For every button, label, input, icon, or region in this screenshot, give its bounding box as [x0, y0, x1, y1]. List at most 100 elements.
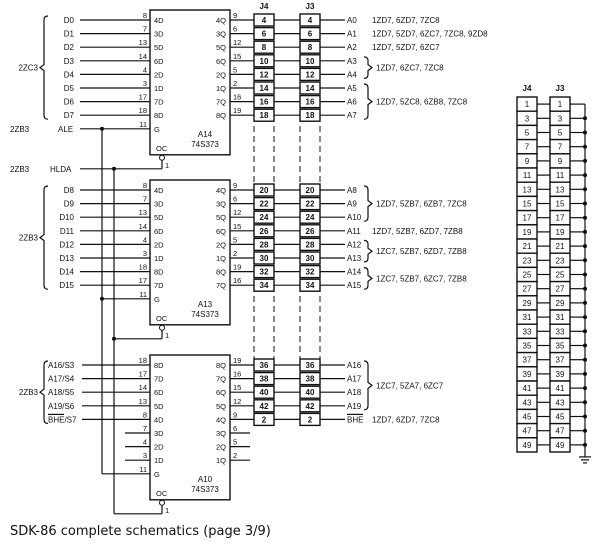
reference-brace: [363, 267, 373, 290]
g-pin-label: G: [154, 470, 160, 479]
input-pin-number: 18: [139, 263, 147, 272]
j3-pin-number: 32: [306, 268, 315, 277]
j4-pin-number: 26: [260, 227, 269, 236]
j3-pin-number: 26: [306, 227, 315, 236]
cross-reference-text: 1ZD7, 5ZC8, 6ZB8, 7ZC8: [376, 98, 468, 107]
input-signal-label: D3: [64, 57, 75, 66]
output-pin-number: 5: [233, 235, 237, 244]
j4-pin-number: 36: [260, 361, 269, 370]
output-pin-number: 5: [233, 438, 237, 447]
input-signal-label: D4: [64, 70, 75, 79]
d-pin-label: 5D: [154, 402, 164, 411]
address-signal-label: A0: [347, 16, 357, 25]
j4-pin-number: 2: [262, 415, 267, 424]
input-pin-number: 13: [139, 208, 147, 217]
cross-reference-text: 1ZD7, 5ZB7, 6ZB7, 7ZC8: [376, 200, 467, 209]
d-pin-label: 4D: [154, 186, 164, 195]
input-pin-number: 18: [139, 106, 147, 115]
input-pin-number: 14: [139, 52, 147, 61]
oc-inversion-bubble: [159, 154, 165, 161]
latch-chip-a10: [149, 354, 231, 501]
d-pin-label: 4D: [154, 16, 164, 25]
q-pin-label: 5Q: [216, 402, 226, 411]
d-pin-label: 2D: [154, 443, 164, 452]
input-pin-number: 4: [143, 438, 147, 447]
j4-pin-number: 4: [262, 16, 267, 25]
address-signal-label: A6: [347, 98, 357, 107]
output-pin-number: 15: [233, 222, 241, 231]
j3-header: J3: [306, 2, 315, 11]
ale-label: ALE: [58, 125, 73, 134]
d-pin-label: 6D: [154, 227, 164, 236]
j4-pin-number: 16: [260, 98, 269, 107]
chip-part-label: 74S373: [191, 485, 219, 494]
output-pin-number: 19: [233, 106, 241, 115]
ground-j3-pin-number: 17: [556, 214, 565, 223]
address-signal-label: A14: [347, 268, 362, 277]
input-signal-label: D5: [64, 84, 75, 93]
output-pin-number: 6: [233, 25, 237, 34]
reference-brace: [363, 83, 373, 120]
input-signal-label: D2: [64, 43, 75, 52]
q-pin-label: 2Q: [216, 240, 226, 249]
q-pin-label: 8Q: [216, 361, 226, 370]
j3-pin-number: 24: [306, 213, 315, 222]
address-signal-label: A2: [347, 43, 357, 52]
ground-j3-pin-number: 7: [558, 143, 563, 152]
ground-j4-pin-number: 23: [523, 256, 532, 265]
j4-header: J4: [260, 2, 269, 11]
input-pin-number: 13: [139, 38, 147, 47]
j4-pin-number: 24: [260, 213, 269, 222]
address-signal-label: A7: [347, 111, 357, 120]
j3-pin-number: 2: [308, 415, 313, 424]
oc-pin-number: 1: [165, 506, 169, 515]
d-pin-label: 1D: [154, 456, 164, 465]
input-signal-label: D6: [64, 98, 75, 107]
q-pin-label: 4Q: [216, 186, 226, 195]
input-pin-number: 3: [143, 249, 147, 258]
input-signal-label: D10: [59, 213, 74, 222]
chip-ref-label: A13: [198, 300, 213, 309]
junction-dot: [100, 296, 104, 301]
input-pin-number: 18: [139, 356, 147, 365]
ground-j3-pin-number: 29: [556, 299, 565, 308]
input-pin-number: 4: [143, 65, 147, 74]
input-signal-label: D13: [59, 254, 74, 263]
d-pin-label: 5D: [154, 213, 164, 222]
ground-j4-pin-number: 35: [523, 342, 532, 351]
output-pin-number: 5: [233, 65, 237, 74]
input-pin-number: 17: [139, 93, 147, 102]
ground-j4-pin-number: 9: [525, 157, 530, 166]
input-bus-brace: [39, 360, 49, 424]
cross-reference-text: 1ZC7, 5ZB7, 6ZC7, 7ZB8: [376, 274, 467, 283]
ground-j3-pin-number: 41: [556, 384, 565, 393]
ground-j3-pin-number: 33: [556, 327, 565, 336]
input-signal-label: D7: [64, 111, 75, 120]
q-pin-label: 7Q: [216, 375, 226, 384]
address-signal-label: A19: [347, 402, 362, 411]
cross-reference-text: 1ZC7, 5ZB7, 6ZD7, 7ZB8: [376, 247, 467, 256]
ground-j4-pin-number: 41: [523, 384, 532, 393]
j4-pin-number: 18: [260, 111, 269, 120]
j3-pin-number: 30: [306, 254, 315, 263]
sheet-reference: 2ZB3: [19, 234, 39, 243]
cross-reference-text: 1ZD7, 5ZD7, 6ZC7: [372, 43, 440, 52]
cross-reference-text: 1ZD7, 6ZC7, 7ZC8: [376, 64, 444, 73]
j3-pin-number: 20: [306, 186, 315, 195]
address-signal-label: A4: [347, 70, 357, 79]
output-pin-number: 9: [233, 11, 237, 20]
q-pin-label: 7Q: [216, 98, 226, 107]
hlda-label: HLDA: [50, 165, 72, 174]
address-signal-label: A17: [347, 375, 362, 384]
j3-pin-number: 8: [308, 43, 313, 52]
output-pin-number: 2: [233, 79, 237, 88]
ground-j4-pin-number: 25: [523, 271, 532, 280]
ground-j4-pin-number: 13: [523, 185, 532, 194]
ground-j4-pin-number: 45: [523, 413, 532, 422]
j3-pin-number: 14: [306, 84, 315, 93]
q-pin-label: 5Q: [216, 213, 226, 222]
cross-reference-text: 1ZD7, 5ZB7, 6ZD7, 7ZB8: [372, 227, 463, 236]
ground-j4-pin-number: 3: [525, 114, 530, 123]
ground-j4-pin-number: 33: [523, 327, 532, 336]
